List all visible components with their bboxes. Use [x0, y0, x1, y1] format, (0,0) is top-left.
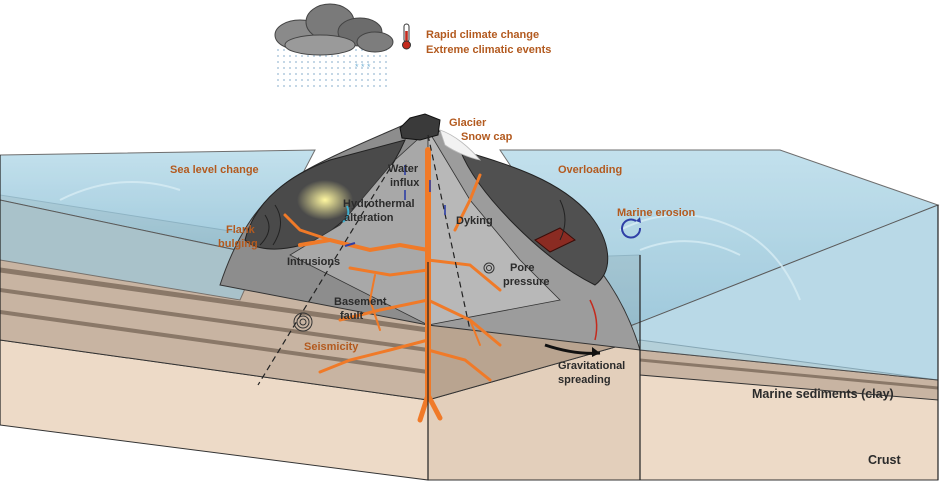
- label-rapid-climate-change: Rapid climate change: [426, 29, 540, 41]
- label-crust: Crust: [868, 453, 901, 467]
- label-seismicity: Seismicity: [304, 341, 359, 353]
- label-influx: influx: [390, 177, 420, 189]
- label-pressure: pressure: [503, 276, 550, 288]
- label-snow-cap: Snow cap: [461, 131, 513, 143]
- landslide-block: [534, 227, 576, 253]
- magma-system: [283, 147, 502, 423]
- label-marine-erosion: Marine erosion: [617, 207, 696, 219]
- right-dark-slope: [459, 149, 609, 286]
- faults: [257, 134, 471, 386]
- label-water: Water: [388, 163, 419, 175]
- thermometer-icon: [402, 23, 411, 50]
- label-pore: Pore: [510, 262, 535, 274]
- label-marine-sediments: Marine sediments (clay): [752, 387, 894, 401]
- svg-text:* * *: * * *: [355, 62, 371, 72]
- label-dyking: Dyking: [456, 215, 493, 227]
- label-intrusions: Intrusions: [287, 256, 341, 268]
- label-overloading: Overloading: [558, 164, 623, 176]
- storm-cloud-icon: * * *: [274, 3, 394, 90]
- block-edges: [0, 155, 939, 480]
- label-extreme-climatic-events: Extreme climatic events: [426, 44, 552, 56]
- label-spreading: spreading: [558, 374, 611, 386]
- label-fault: fault: [340, 310, 364, 322]
- sea-front-left: [0, 199, 261, 301]
- overloading-red-line: [589, 299, 598, 341]
- rotation-arrow-icon: [621, 218, 642, 239]
- process-arrows: [342, 165, 642, 357]
- label-bulging: bulging: [218, 238, 258, 250]
- summit-crater: [399, 113, 441, 141]
- seismic-spiral-icon: [293, 262, 495, 332]
- label-gravitational: Gravitational: [558, 360, 626, 372]
- water-influx-arrows: [404, 165, 446, 215]
- label-basement: Basement: [334, 296, 387, 308]
- lobe-lines: [259, 199, 566, 246]
- label-alteration: alteration: [344, 212, 394, 224]
- label-hydrothermal: Hydrothermal: [343, 198, 415, 210]
- label-glacier: Glacier: [449, 117, 487, 129]
- volcano-edifice: [219, 113, 641, 351]
- snow-cap: [439, 129, 482, 161]
- hydrothermal-glow: [297, 180, 353, 220]
- label-flank: Flank: [226, 224, 255, 236]
- label-sea-level-change: Sea level change: [170, 164, 259, 176]
